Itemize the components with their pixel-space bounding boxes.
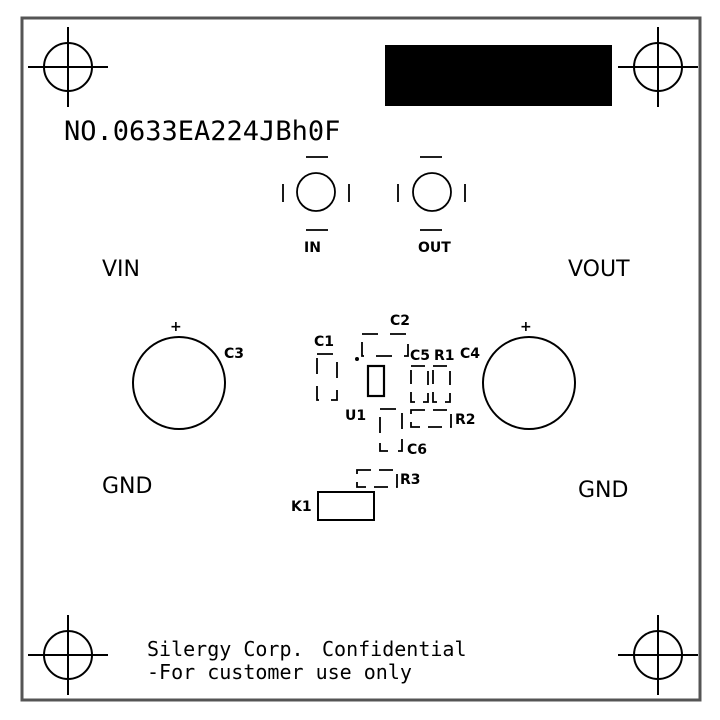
capacitor-c6-label: C6: [407, 442, 427, 458]
connector-k1-label: K1: [291, 499, 312, 515]
mounting-hole-bottom-left-icon: [28, 615, 108, 695]
resistor-r1-outline: [432, 365, 451, 403]
capacitor-c6-outline: [379, 408, 403, 452]
capacitor-c1-outline: [316, 353, 338, 401]
part-number: NO.0633EA224JBh0F: [64, 116, 340, 147]
resistor-r2-outline: [410, 409, 452, 428]
resistor-r3-label: R3: [400, 472, 421, 488]
resistor-r2-label: R2: [455, 412, 476, 428]
ic-u1-outline: [366, 364, 386, 398]
connector-k1-outline: [317, 491, 375, 521]
test-point-out-label: OUT: [418, 240, 451, 256]
capacitor-c5-outline: [410, 365, 429, 403]
label-block: [385, 45, 612, 106]
test-point-in-label: IN: [304, 240, 321, 256]
footer-company: Silergy Corp.: [147, 637, 304, 661]
terminal-gnd-left-label: GND: [102, 474, 152, 499]
capacitor-c2-outline: [361, 333, 409, 357]
mounting-hole-top-right-icon: [618, 27, 698, 107]
capacitor-c4-plus: +: [520, 319, 532, 335]
terminal-vin-label: VIN: [102, 257, 140, 282]
capacitor-c3-label: C3: [224, 346, 244, 362]
resistor-r1-label: R1: [434, 348, 455, 364]
footer-confidential: Confidential: [322, 637, 467, 661]
capacitor-c1-label: C1: [314, 334, 334, 350]
terminal-vout-label: VOUT: [568, 257, 630, 282]
capacitor-c3-plus: +: [170, 319, 182, 335]
test-point-in: [282, 156, 350, 231]
capacitor-c4-outline: [482, 336, 576, 430]
mounting-hole-top-left-icon: [28, 27, 108, 107]
u1-pin1-dot: [355, 357, 359, 361]
capacitor-c2-label: C2: [390, 313, 410, 329]
board-outline: [20, 16, 702, 702]
mounting-hole-bottom-right-icon: [618, 615, 698, 695]
terminal-gnd-right-label: GND: [578, 478, 628, 503]
test-point-out: [397, 156, 466, 231]
ic-u1-label: U1: [345, 408, 366, 424]
capacitor-c5-label: C5: [410, 348, 430, 364]
footer-notice: -For customer use only: [147, 660, 412, 684]
resistor-r3-outline: [356, 469, 398, 488]
capacitor-c3-outline: [132, 336, 226, 430]
capacitor-c4-label: C4: [460, 346, 480, 362]
